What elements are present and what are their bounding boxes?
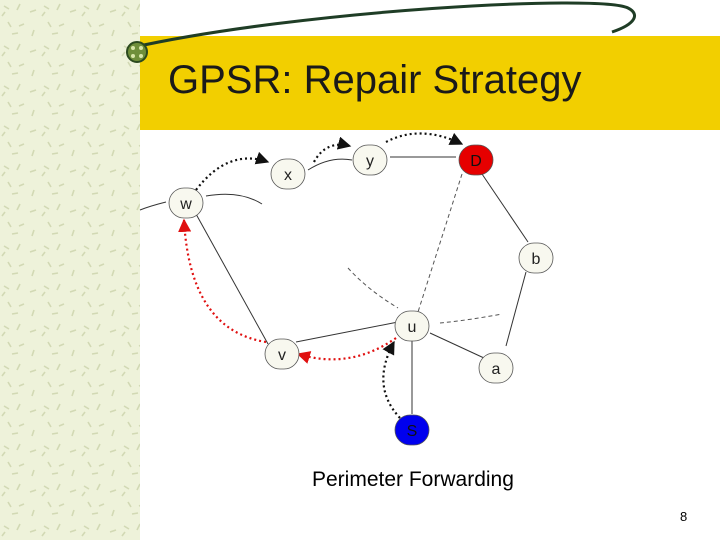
edge-w-x [205, 193, 263, 205]
perimeter-path [178, 218, 397, 364]
edge-left-stub [139, 201, 167, 211]
arrow-y-to-D [385, 132, 464, 145]
arrow-v-to-w [178, 218, 267, 344]
range-dashes [347, 173, 503, 324]
arrow-x-to-y [313, 136, 352, 163]
node-u-label: u [408, 319, 417, 336]
greedy-path [195, 132, 464, 419]
node-v: v [264, 338, 300, 370]
banner-swoosh [129, 1, 637, 50]
node-S: S [394, 414, 430, 446]
node-w: w [168, 187, 204, 219]
node-D: D [458, 144, 494, 176]
node-D-label: D [470, 153, 482, 170]
slide-title: GPSR: Repair Strategy [168, 58, 582, 102]
arrow-w-to-x [195, 151, 270, 191]
node-y-label: y [366, 153, 374, 170]
node-w-circle [168, 187, 204, 219]
dashed-arc-right-of-u [439, 313, 503, 324]
graph-edges [139, 156, 529, 414]
node-a: a [478, 352, 514, 384]
node-u-circle [394, 310, 430, 342]
title-banner [140, 36, 720, 130]
node-x: x [270, 158, 306, 190]
node-x-circle [270, 158, 306, 190]
diagram-caption: Perimeter Forwarding [312, 468, 514, 491]
bullet-ornament-icon [126, 41, 148, 63]
left-texture-strip [0, 0, 140, 540]
node-b: b [518, 242, 554, 274]
arrow-S-to-u [382, 340, 401, 419]
graph-nodes: w x y Db u v aS [168, 144, 554, 446]
dashed-arc-left-of-u [347, 267, 399, 309]
edge-w-v [195, 213, 269, 345]
node-S-label: S [407, 423, 418, 440]
node-y-circle [352, 144, 388, 176]
node-u: u [394, 310, 430, 342]
node-y: y [352, 144, 388, 176]
page-number: 8 [680, 509, 688, 524]
edge-a-b [505, 271, 527, 347]
node-b-circle [518, 242, 554, 274]
node-v-label: v [278, 347, 286, 364]
node-x-label: x [284, 167, 292, 184]
node-b-label: b [532, 251, 541, 268]
node-a-circle [478, 352, 514, 384]
node-v-circle [264, 338, 300, 370]
arrow-u-to-v [296, 337, 397, 364]
node-w-label: w [179, 196, 192, 213]
edge-x-y [307, 158, 353, 171]
edge-v-u [295, 321, 399, 343]
edge-D-b [481, 173, 529, 243]
node-S-circle [394, 414, 430, 446]
dashed-line-D-u [417, 173, 463, 313]
edge-u-a [429, 332, 485, 359]
node-D-circle [458, 144, 494, 176]
node-a-label: a [492, 361, 501, 378]
